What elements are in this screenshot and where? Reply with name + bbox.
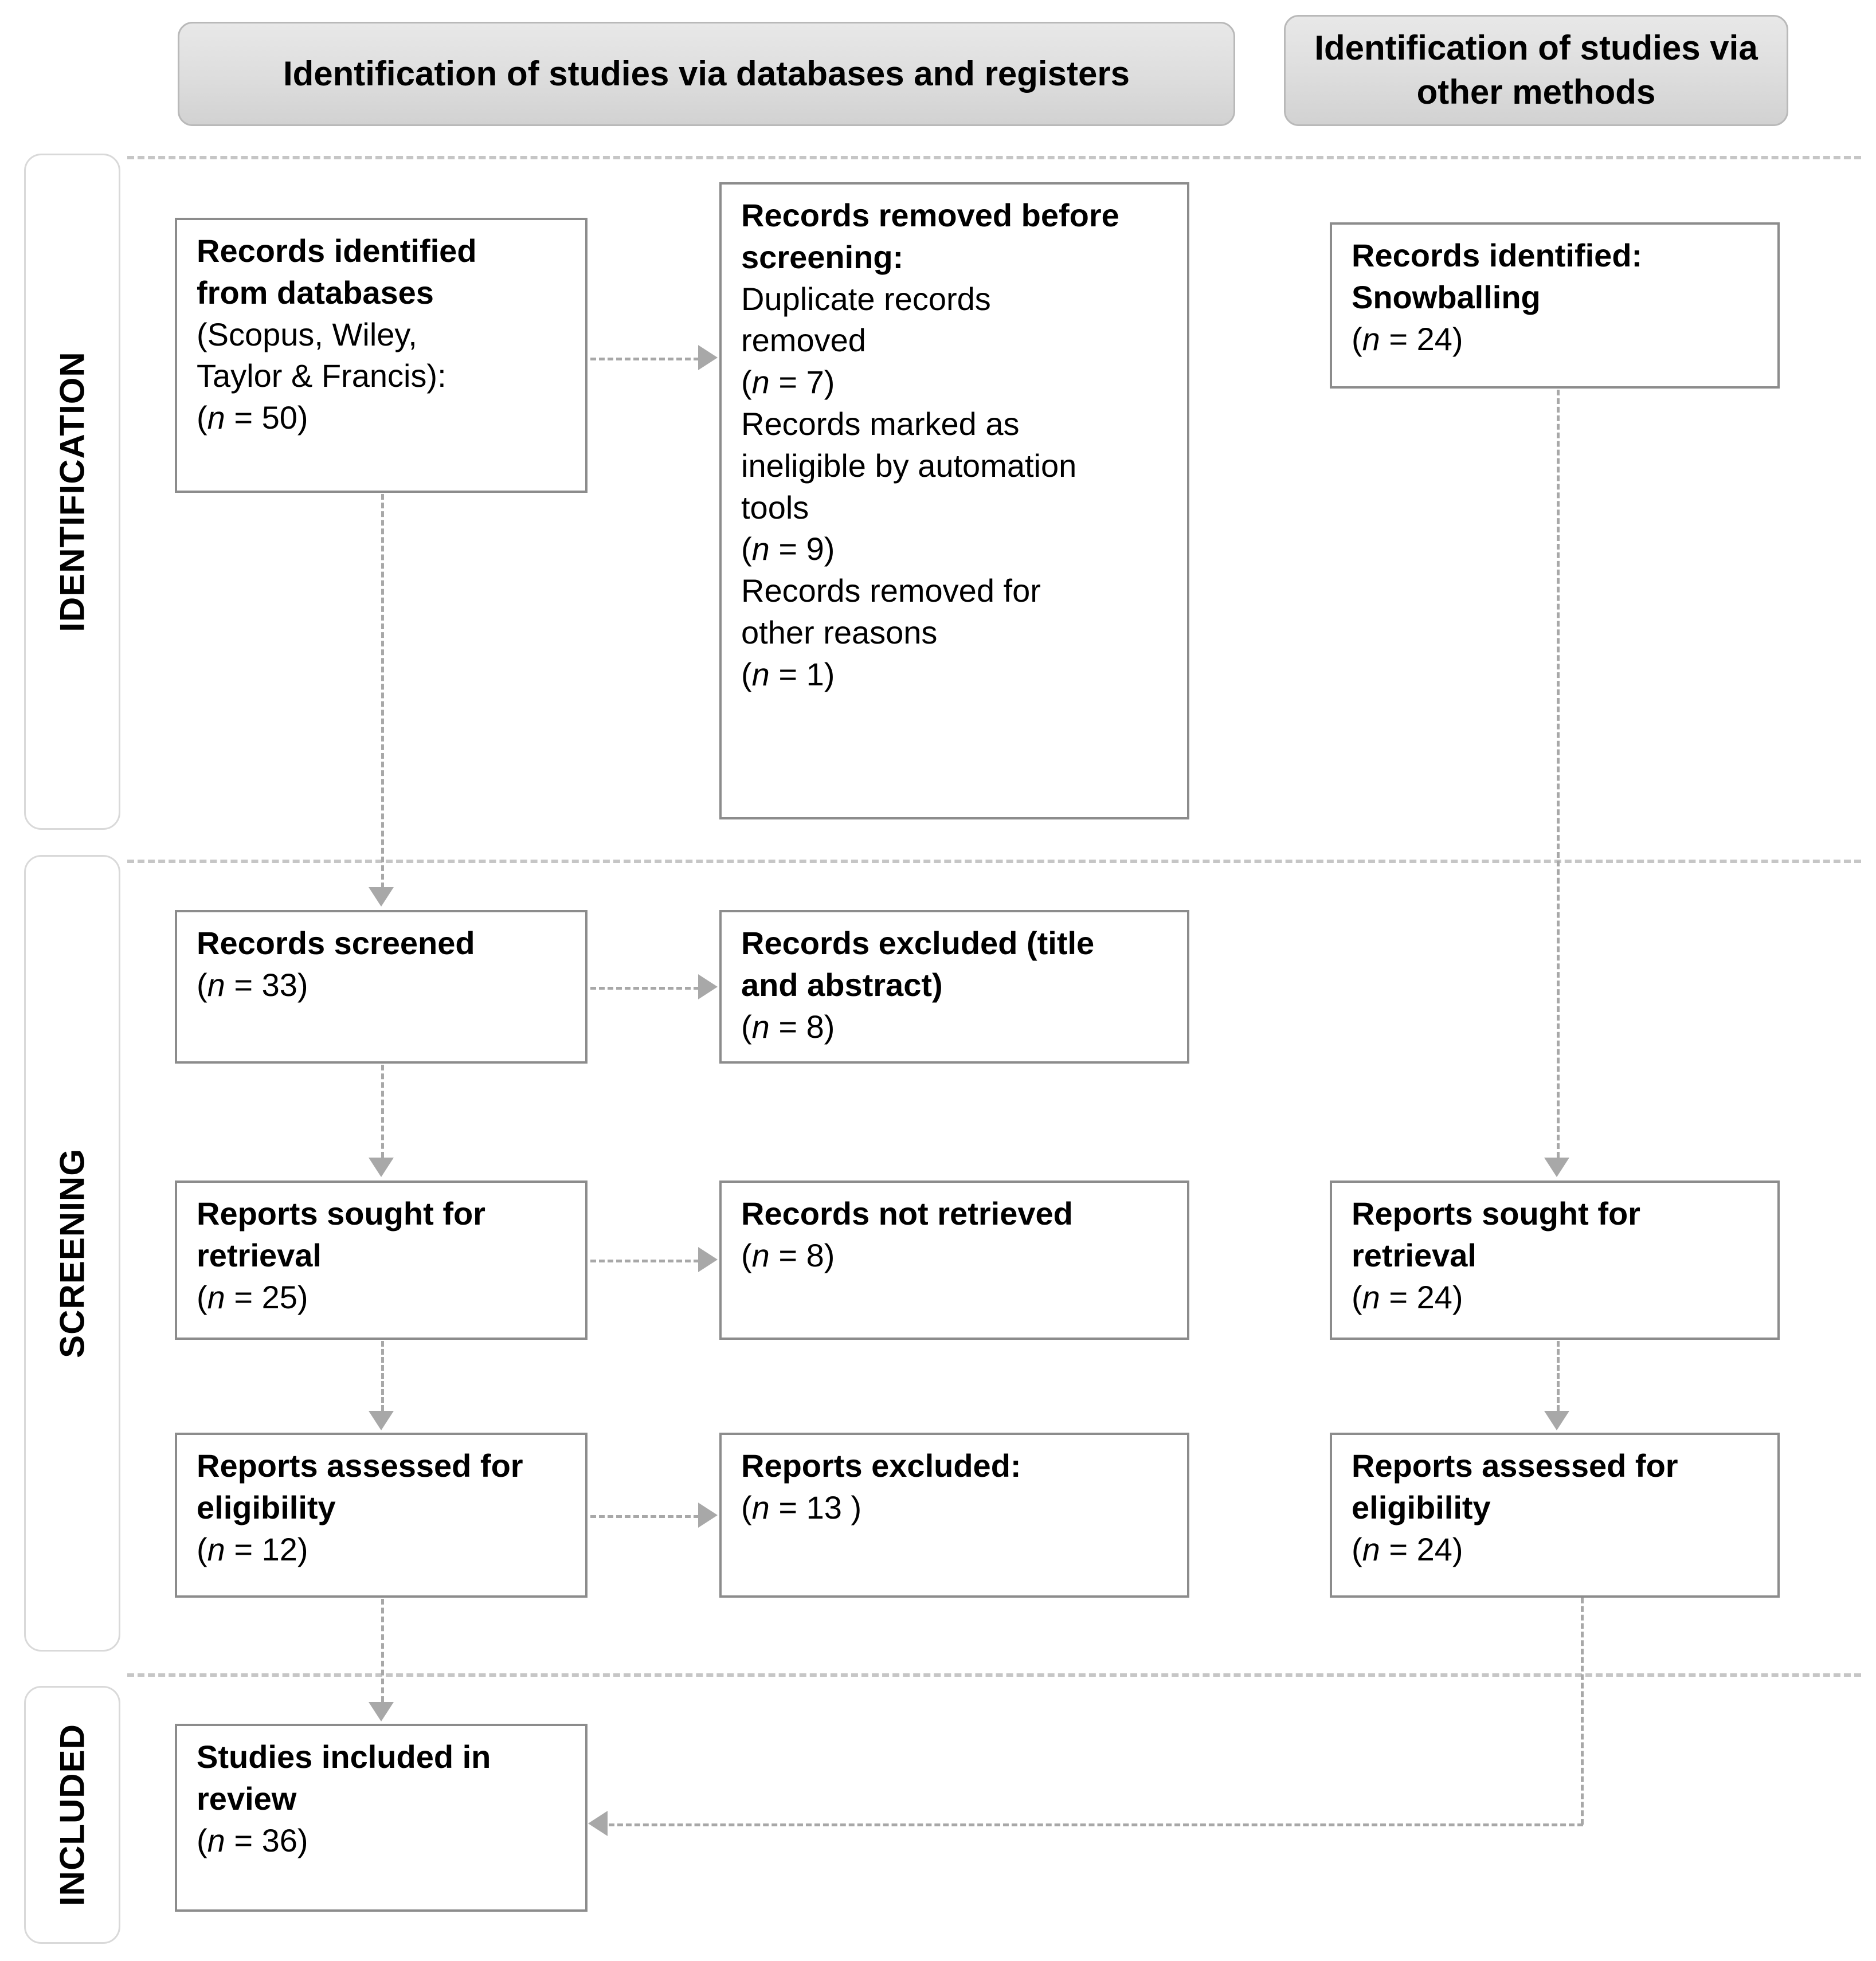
removed-automation-count: (n = 9) <box>741 531 835 567</box>
reports-assessed-left-line2: eligibility <box>197 1489 336 1525</box>
removed-title-line1: Records removed before <box>741 197 1119 233</box>
arrow-db-to-removed <box>698 345 718 370</box>
phase-label-identification-text: IDENTIFICATION <box>53 351 92 632</box>
records-identified-count: (n = 50) <box>197 399 308 436</box>
divider-identification-top <box>127 156 1861 159</box>
arrow-db-to-screened <box>369 887 394 907</box>
arrow-snowballing-to-sought-right <box>1544 1158 1569 1177</box>
box-reports-sought-right: Reports sought for retrieval (n = 24) <box>1330 1180 1780 1340</box>
arrow-assessed-to-included <box>369 1702 394 1721</box>
reports-assessed-right-count: (n = 24) <box>1352 1531 1463 1567</box>
snowballing-line2: Snowballing <box>1352 279 1541 315</box>
studies-included-line2: review <box>197 1780 297 1817</box>
connector-snowballing-to-sought-right <box>1557 390 1560 1158</box>
reports-assessed-left-count: (n = 12) <box>197 1531 308 1567</box>
phase-label-screening: SCREENING <box>24 855 120 1652</box>
arrow-screened-to-excluded <box>698 974 718 999</box>
reports-sought-right-count: (n = 24) <box>1352 1278 1463 1315</box>
connector-sought-to-assessed <box>381 1341 384 1411</box>
records-screened-line1: Records screened <box>197 925 475 961</box>
box-reports-excluded: Reports excluded: (n = 13 ) <box>719 1433 1189 1598</box>
removed-title-line2: screening: <box>741 238 904 275</box>
reports-sought-right-line2: retrieval <box>1352 1237 1476 1273</box>
removed-other-count: (n = 1) <box>741 656 835 692</box>
phase-label-identification: IDENTIFICATION <box>24 154 120 830</box>
records-identified-line2: from databases <box>197 274 434 311</box>
removed-duplicates-line2: removed <box>741 322 866 359</box>
studies-included-line1: Studies included in <box>197 1739 491 1775</box>
snowballing-count: (n = 24) <box>1352 320 1463 357</box>
divider-included-top <box>127 1673 1861 1677</box>
removed-automation-line2: ineligible by automation <box>741 447 1077 484</box>
reports-assessed-right-line2: eligibility <box>1352 1489 1491 1525</box>
box-records-identified-databases: Records identified from databases (Scopu… <box>175 218 588 493</box>
connector-sought-right-to-assessed-right <box>1557 1341 1560 1411</box>
reports-assessed-left-line1: Reports assessed for <box>197 1448 523 1484</box>
records-identified-line3: (Scopus, Wiley, <box>197 316 417 352</box>
records-excluded-line1: Records excluded (title <box>741 925 1095 961</box>
box-records-identified-snowballing: Records identified: Snowballing (n = 24) <box>1330 222 1780 389</box>
reports-excluded-count: (n = 13 ) <box>741 1489 862 1525</box>
studies-included-count: (n = 36) <box>197 1822 308 1858</box>
reports-sought-right-line1: Reports sought for <box>1352 1195 1640 1231</box>
records-excluded-line2: and abstract) <box>741 966 943 1003</box>
arrow-assessed-right-to-included <box>588 1811 608 1836</box>
arrow-sought-to-assessed <box>369 1411 394 1430</box>
connector-assessed-to-excluded <box>590 1515 699 1518</box>
reports-excluded-line1: Reports excluded: <box>741 1448 1021 1484</box>
records-excluded-count: (n = 8) <box>741 1008 835 1045</box>
banner-databases-label: Identification of studies via databases … <box>283 54 1130 93</box>
connector-db-to-screened <box>381 494 384 888</box>
box-records-screened: Records screened (n = 33) <box>175 910 588 1064</box>
arrow-sought-right-to-assessed-right <box>1544 1411 1569 1430</box>
arrow-assessed-to-excluded <box>698 1503 718 1528</box>
reports-assessed-right-line1: Reports assessed for <box>1352 1448 1678 1484</box>
phase-label-included: INCLUDED <box>24 1686 120 1944</box>
reports-sought-left-count: (n = 25) <box>197 1278 308 1315</box>
box-reports-assessed-left: Reports assessed for eligibility (n = 12… <box>175 1433 588 1598</box>
records-identified-line4: Taylor & Francis): <box>197 358 447 394</box>
records-identified-line1: Records identified <box>197 233 477 269</box>
connector-assessed-right-down <box>1581 1598 1584 1825</box>
arrow-sought-to-not-retrieved <box>698 1247 718 1272</box>
records-screened-count: (n = 33) <box>197 966 308 1003</box>
box-reports-assessed-right: Reports assessed for eligibility (n = 24… <box>1330 1433 1780 1598</box>
connector-assessed-right-to-included <box>609 1823 1583 1826</box>
connector-sought-to-not-retrieved <box>590 1260 699 1262</box>
phase-label-included-text: INCLUDED <box>53 1724 92 1906</box>
phase-label-screening-text: SCREENING <box>53 1148 92 1358</box>
banner-other-methods-label: Identification of studies via other meth… <box>1314 29 1758 111</box>
connector-assessed-to-included <box>381 1599 384 1702</box>
records-not-retrieved-line1: Records not retrieved <box>741 1195 1073 1231</box>
removed-other-line1: Records removed for <box>741 572 1041 609</box>
arrow-screened-to-sought <box>369 1158 394 1177</box>
removed-duplicates-line1: Duplicate records <box>741 280 991 317</box>
divider-screening-top <box>127 860 1861 863</box>
box-studies-included: Studies included in review (n = 36) <box>175 1724 588 1912</box>
box-records-removed-before-screening: Records removed before screening: Duplic… <box>719 182 1189 819</box>
removed-other-line2: other reasons <box>741 614 938 650</box>
banner-databases-registers: Identification of studies via databases … <box>178 22 1235 126</box>
records-not-retrieved-count: (n = 8) <box>741 1237 835 1273</box>
reports-sought-left-line2: retrieval <box>197 1237 322 1273</box>
box-reports-sought-left: Reports sought for retrieval (n = 25) <box>175 1180 588 1340</box>
reports-sought-left-line1: Reports sought for <box>197 1195 485 1231</box>
removed-duplicates-count: (n = 7) <box>741 364 835 401</box>
snowballing-line1: Records identified: <box>1352 237 1643 273</box>
connector-screened-to-sought <box>381 1065 384 1158</box>
connector-screened-to-excluded <box>590 987 699 990</box>
box-records-excluded-title-abstract: Records excluded (title and abstract) (n… <box>719 910 1189 1064</box>
removed-automation-line3: tools <box>741 489 809 525</box>
box-records-not-retrieved: Records not retrieved (n = 8) <box>719 1180 1189 1340</box>
connector-db-to-removed <box>590 358 699 360</box>
removed-automation-line1: Records marked as <box>741 405 1020 442</box>
banner-other-methods: Identification of studies via other meth… <box>1284 15 1788 126</box>
